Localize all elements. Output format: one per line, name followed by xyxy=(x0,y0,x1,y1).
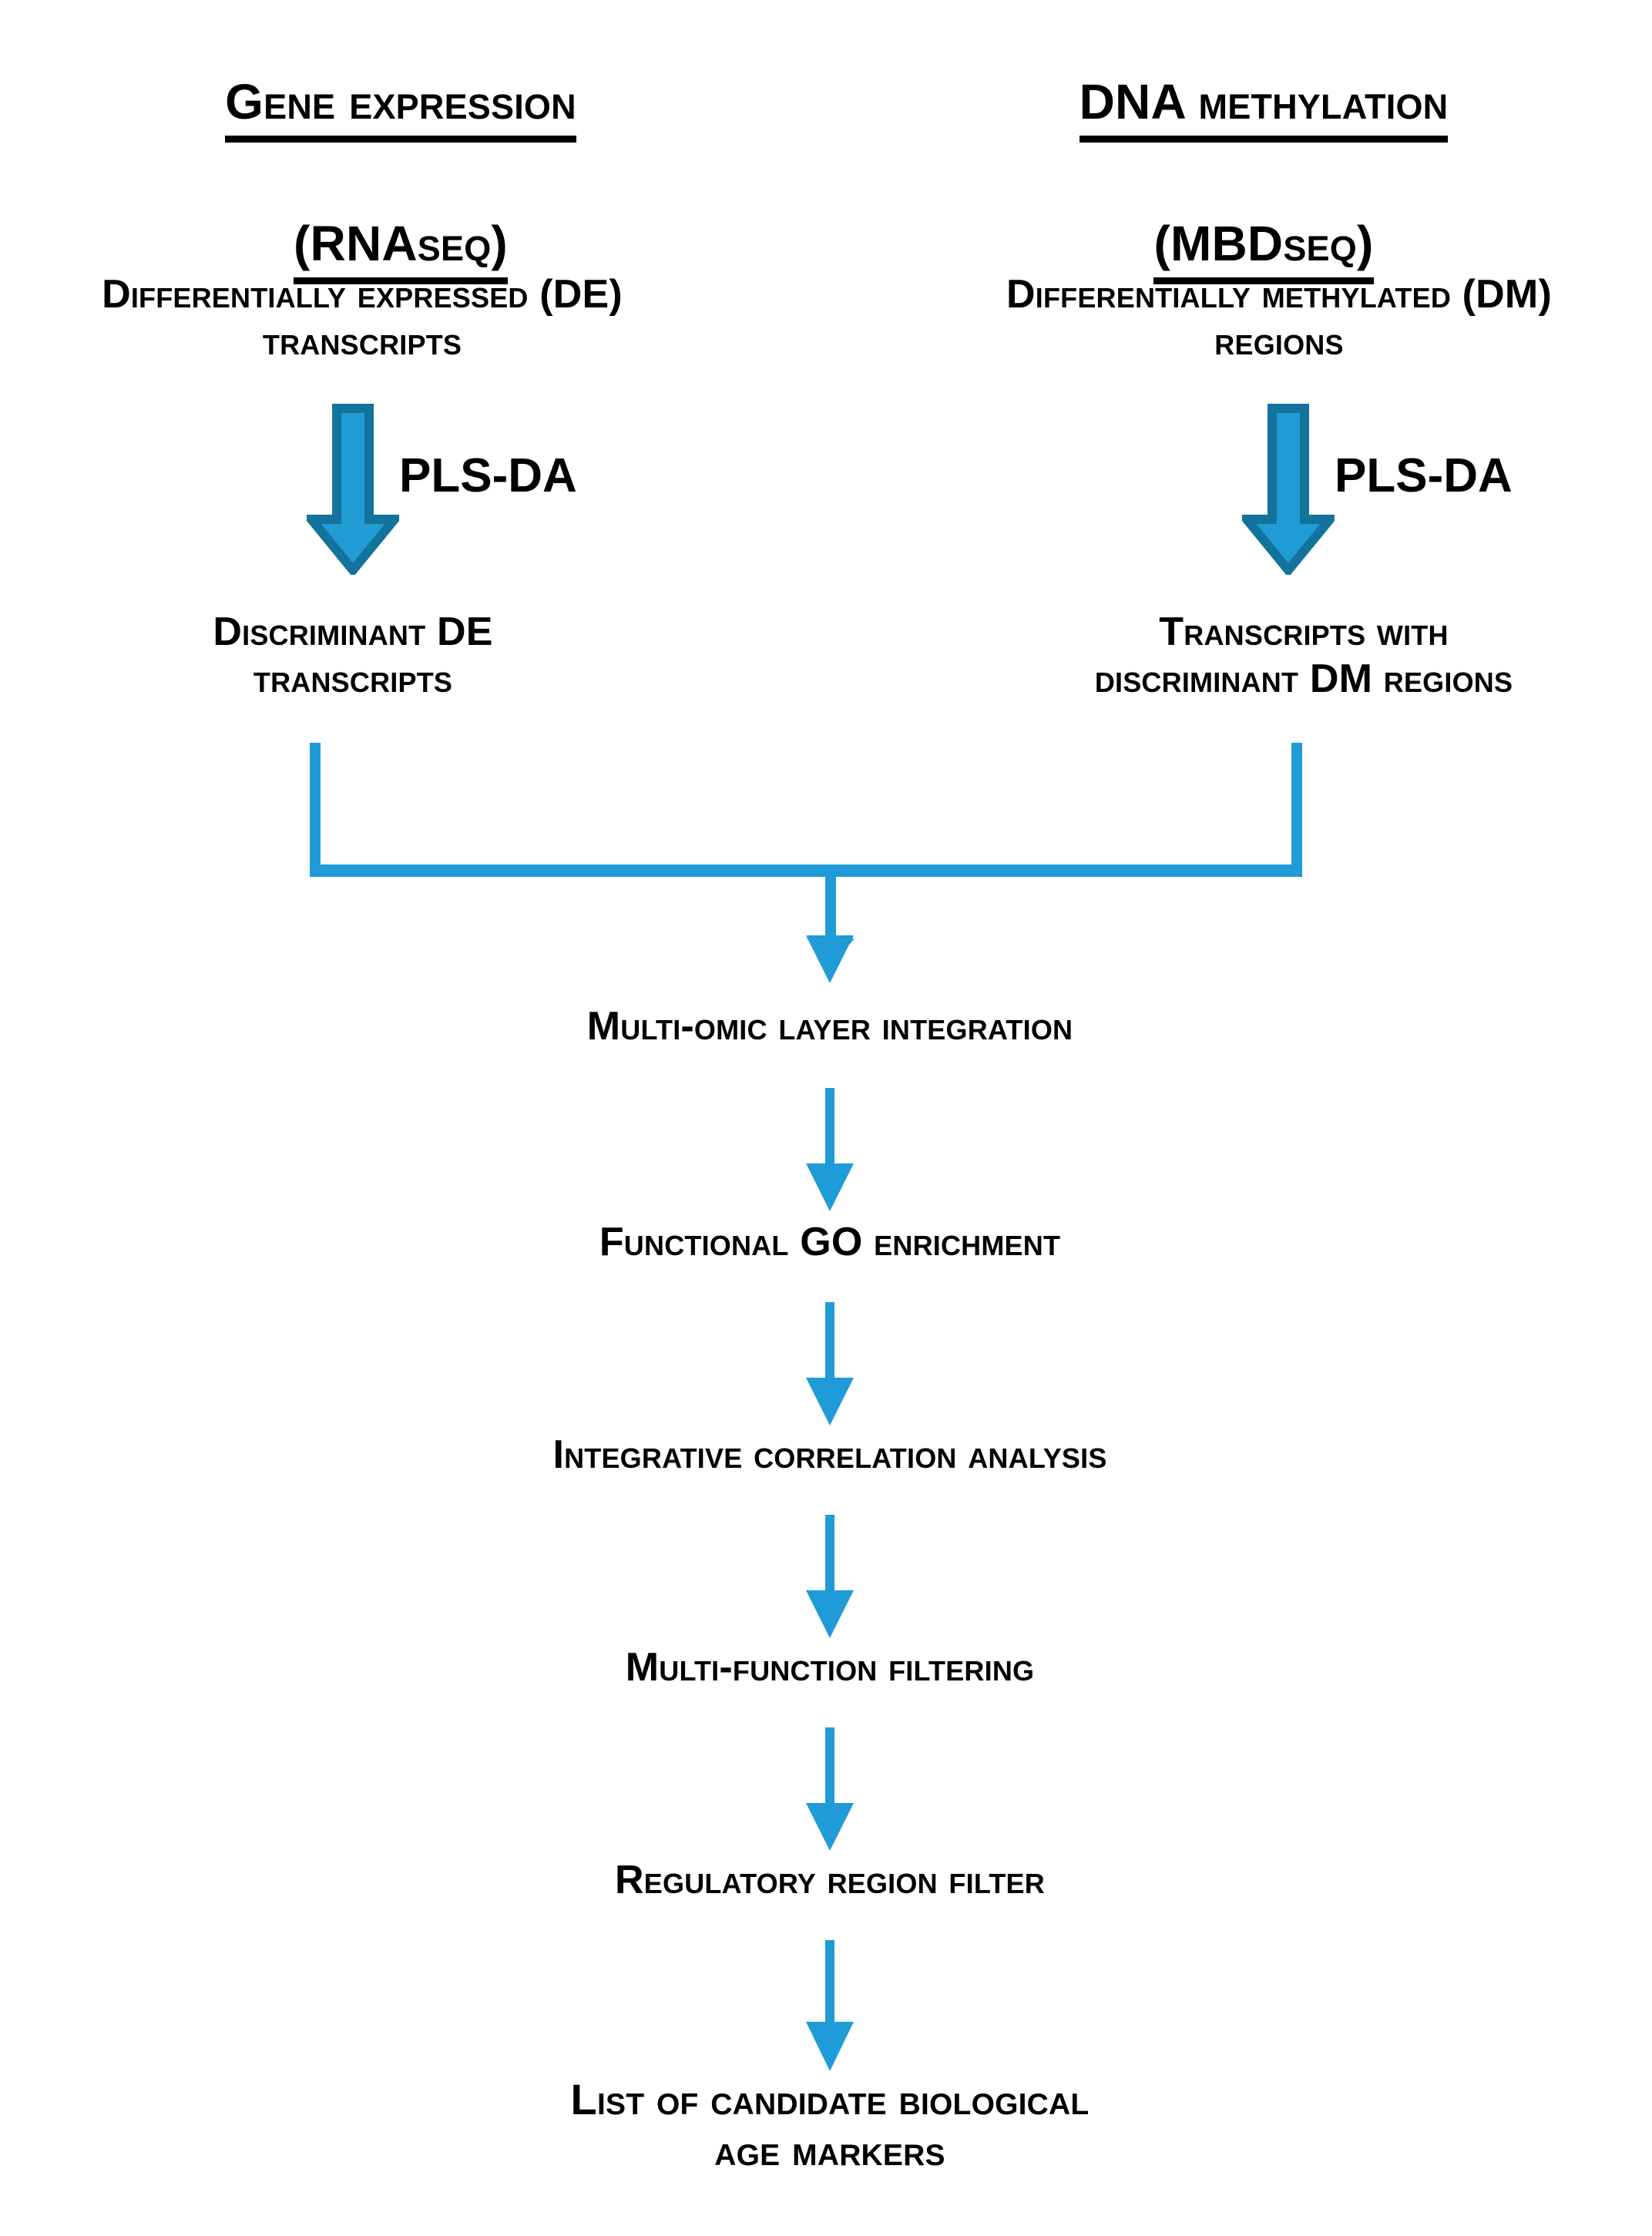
line-arrow-down-icon-1 xyxy=(806,1088,854,1211)
line-arrow-down-icon-5 xyxy=(806,1940,854,2071)
line-arrow-down-icon-2 xyxy=(806,1302,854,1425)
column-header-dna-methylation: DNA methylation (MBDseq) xyxy=(909,6,1618,348)
block-arrow-down-icon-right xyxy=(1242,404,1335,575)
node-integrative-correlation-analysis: Integrative correlation analysis xyxy=(552,1432,1107,1477)
column-header-gene-expression-line1: Gene expression xyxy=(225,70,576,143)
node-multi-function-filtering: Multi-function filtering xyxy=(625,1645,1035,1690)
column-header-gene-expression: Gene expression (RNAseq) xyxy=(46,6,755,348)
plsda-label-right: PLS-DA xyxy=(1335,449,1513,502)
node-multi-omic-layer-integration: Multi-omic layer integration xyxy=(586,1004,1073,1049)
node-transcripts-with-discriminant-dm-regions: Transcripts with discriminant DM regions xyxy=(1094,609,1513,702)
node-differentially-expressed-transcripts: Differentially expressed (DE) transcript… xyxy=(102,272,623,364)
column-header-dna-methylation-line2: (MBDseq) xyxy=(1153,212,1374,284)
column-header-dna-methylation-line1: DNA methylation xyxy=(1079,70,1449,143)
node-discriminant-de-transcripts: Discriminant DE transcripts xyxy=(213,609,493,702)
node-regulatory-region-filter: Regulatory region filter xyxy=(615,1858,1045,1902)
plsda-label-left: PLS-DA xyxy=(399,449,577,502)
node-functional-go-enrichment: Functional GO enrichment xyxy=(599,1220,1061,1264)
merge-connector-icon xyxy=(305,743,1307,966)
line-arrow-down-icon-3 xyxy=(806,1515,854,1638)
line-arrow-down-icon-4 xyxy=(806,1727,854,1851)
node-differentially-methylated-regions: Differentially methylated (DM) regions xyxy=(1006,272,1552,364)
node-candidate-biological-age-markers: List of candidate biological age markers xyxy=(570,2075,1090,2175)
column-header-gene-expression-line2: (RNAseq) xyxy=(294,212,508,284)
line-arrow-down-icon-0 xyxy=(806,935,854,985)
block-arrow-down-icon-left xyxy=(307,404,399,575)
